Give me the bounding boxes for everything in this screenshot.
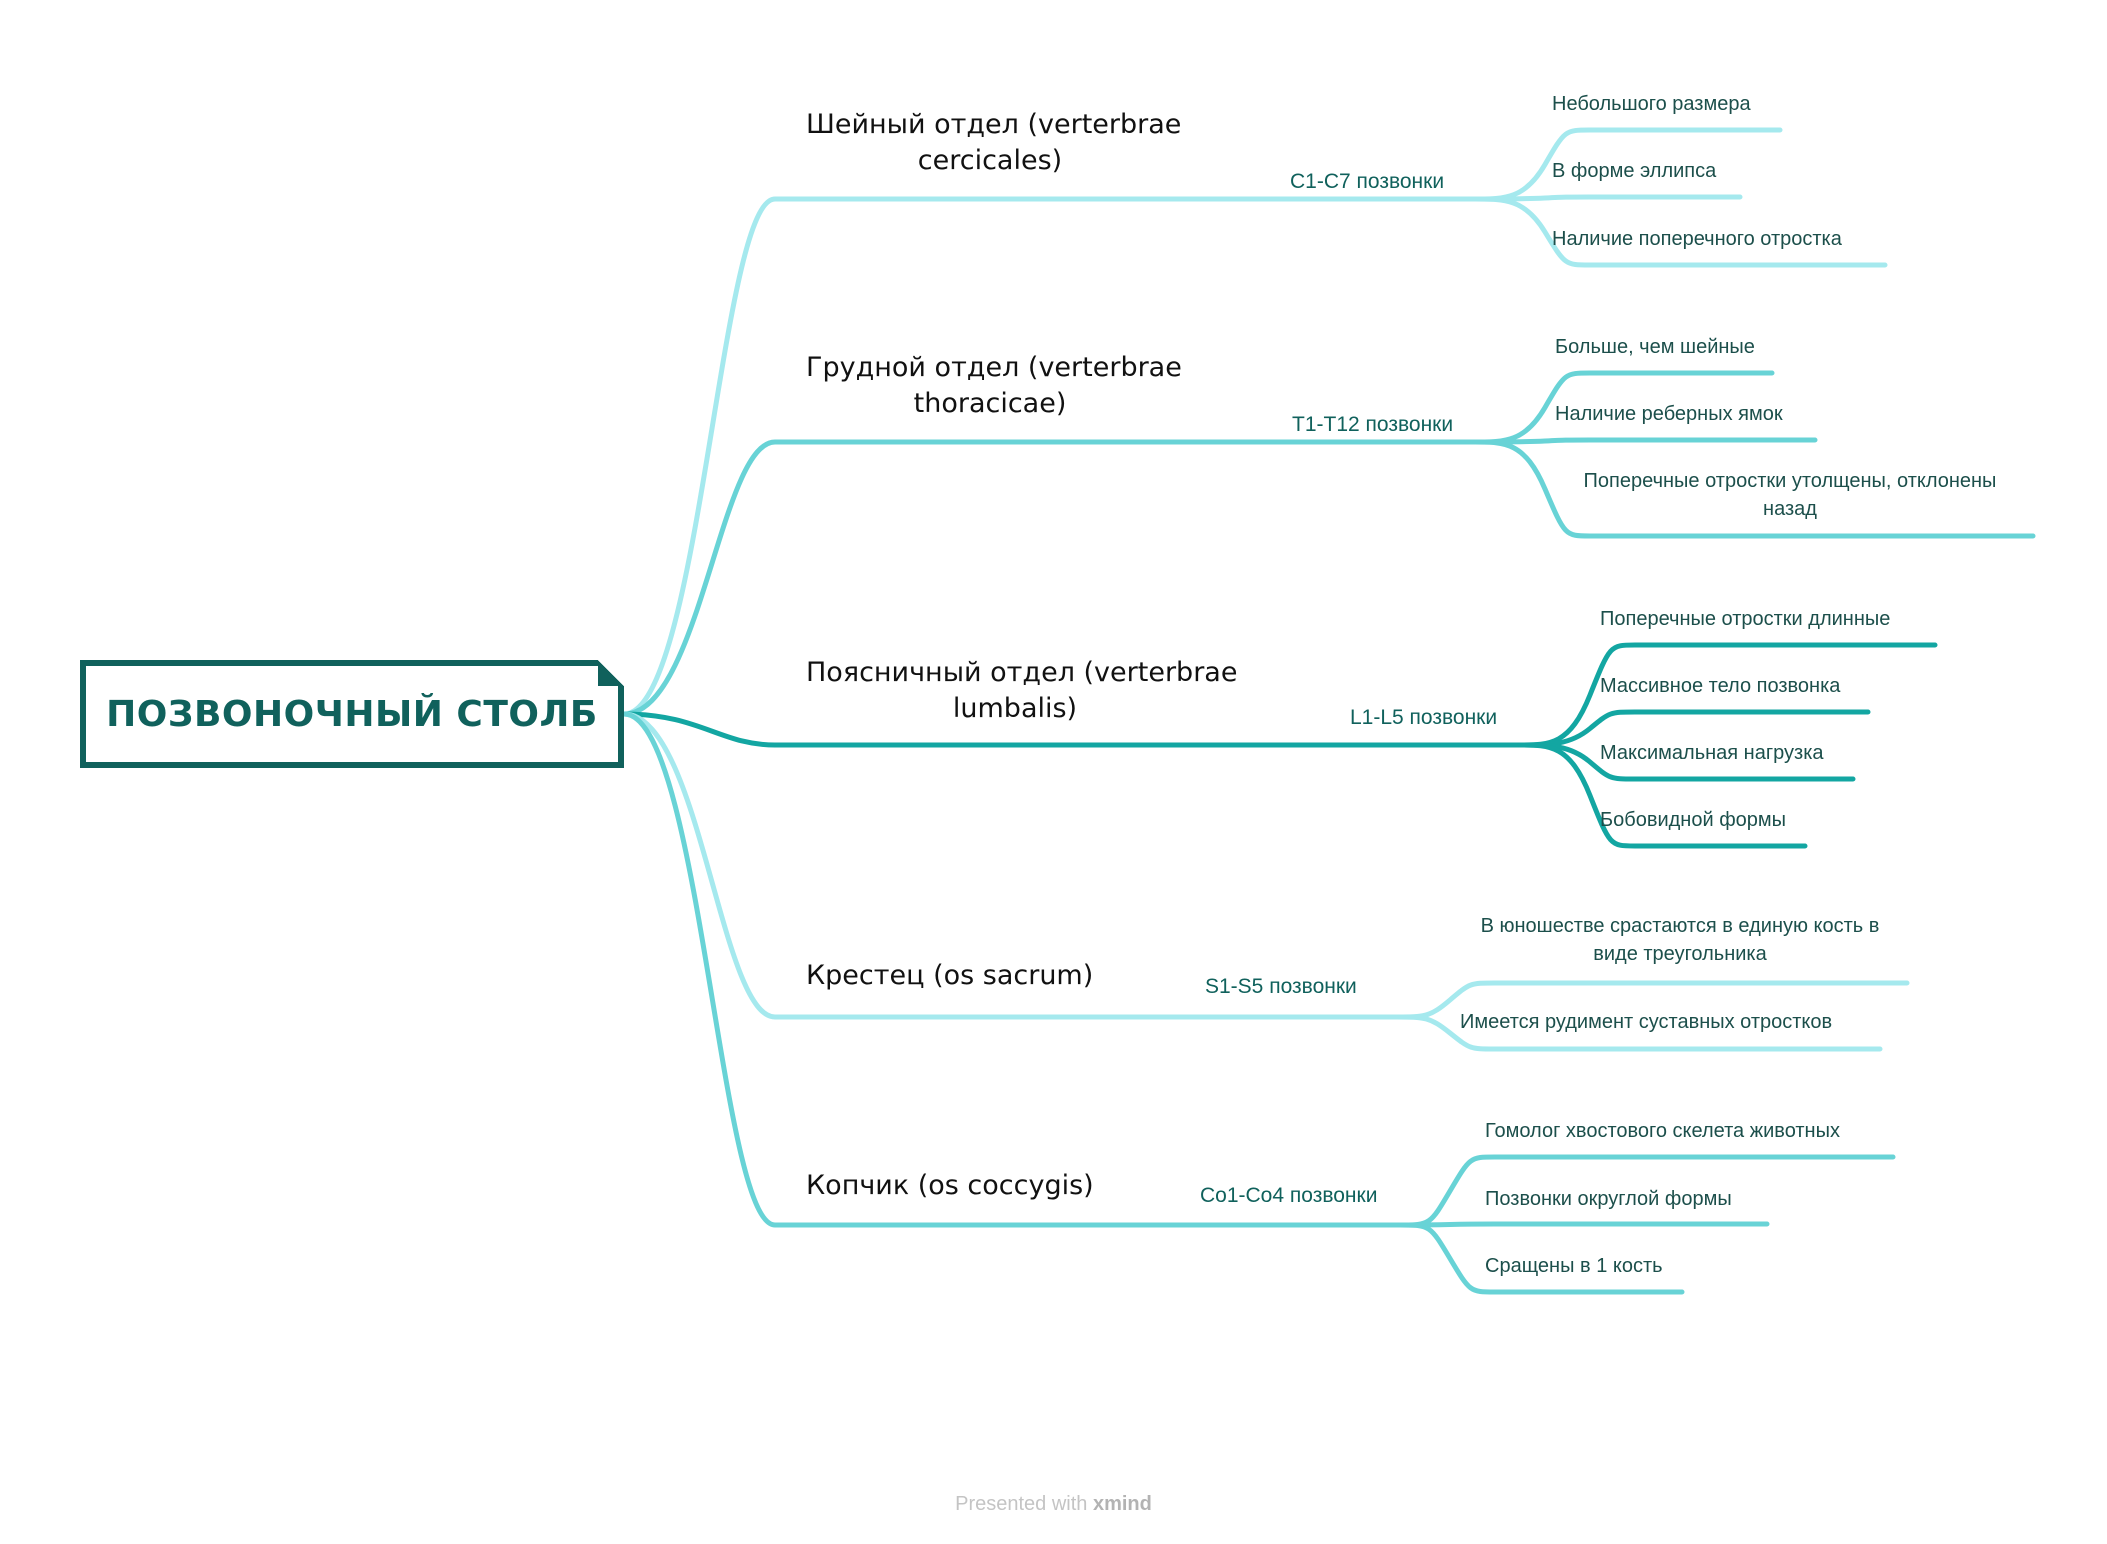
leaf-topic[interactable]: Максимальная нагрузка (1600, 742, 1824, 764)
footer-branding: Presented with xmind (0, 1493, 2107, 1516)
section-title[interactable]: Копчик (os coccygis) (806, 1168, 1094, 1204)
footer-prefix: Presented with (955, 1493, 1088, 1515)
section-range-label[interactable]: T1-T12 позвонки (1292, 413, 1454, 436)
section-title-line: lumbalis) (952, 693, 1078, 724)
leaf-branch-line (1517, 742, 1808, 849)
root-topic-label: ПОЗВОНОЧНЫЙ СТОЛБ (106, 693, 598, 735)
root-topic[interactable]: ПОЗВОНОЧНЫЙ СТОЛБ (80, 660, 624, 768)
section-title-line: Поясничный отдел (verterbrae (806, 657, 1238, 688)
leaf-topic[interactable]: Сращены в 1 кость (1485, 1255, 1663, 1277)
leaf-topic[interactable]: Бобовидной формы (1600, 809, 1787, 831)
leaf-branch-line (1397, 1222, 1685, 1295)
leaf-branch-line (1472, 196, 1888, 268)
leaf-topic[interactable]: Небольшого размера (1552, 93, 1751, 115)
leaf-topic[interactable]: Массивное тело позвонка (1600, 675, 1841, 697)
leaf-topic[interactable]: В юношестве срастаются в единую кость в … (1480, 915, 1880, 965)
section-branch-line (621, 439, 1478, 717)
section-range-label[interactable]: L1-L5 позвонки (1350, 706, 1498, 729)
section-title[interactable]: Крестец (os sacrum) (806, 958, 1093, 994)
leaf-topic[interactable]: Поперечные отростки длинные (1600, 608, 1891, 630)
section-branch-line (621, 196, 1478, 717)
leaf-branch-line (1392, 1014, 1883, 1052)
section-branch-line (621, 711, 1523, 748)
section-range-label[interactable]: S1-S5 позвонки (1205, 975, 1357, 998)
footer-brand: xmind (1092, 1493, 1152, 1515)
section-title-line: thoracicae) (913, 388, 1067, 419)
leaf-topic[interactable]: Больше, чем шейные (1555, 336, 1755, 358)
section-title-line: Крестец (os sacrum) (806, 960, 1094, 991)
leaf-topic[interactable]: Гомолог хвостового скелета животных (1485, 1120, 1840, 1142)
section-range-label[interactable]: C1-C7 позвонки (1290, 170, 1445, 193)
section-branch-line (621, 711, 1403, 1228)
section-range-label[interactable]: Co1-Co4 позвонки (1200, 1184, 1378, 1207)
leaf-topic[interactable]: Имеется рудимент суставных отростков (1460, 1011, 1833, 1033)
leaf-topic[interactable]: Наличие поперечного отростка (1552, 228, 1842, 250)
root-topic-corner-fold (598, 660, 624, 686)
leaf-topic[interactable]: В форме эллипса (1552, 160, 1717, 182)
section-title[interactable]: Грудной отдел (verterbrae thoracicae) (760, 350, 1220, 422)
leaf-topic[interactable]: Позвонки округлой формы (1485, 1188, 1732, 1210)
section-title-line: Грудной отдел (verterbrae (806, 352, 1182, 383)
section-title[interactable]: Шейный отдел (verterbrae cercicales) (760, 107, 1220, 179)
leaf-topic[interactable]: Наличие реберных ямок (1555, 403, 1783, 425)
section-title-line: Копчик (os coccygis) (806, 1170, 1094, 1201)
section-branch-line (621, 711, 1398, 1020)
section-title[interactable]: Поясничный отдел (verterbrae lumbalis) (785, 655, 1245, 727)
leaf-branch-line (1397, 1221, 1770, 1228)
leaf-topic[interactable]: Поперечные отростки утолщены, отклонены … (1583, 470, 1997, 520)
leaf-branch-line (1472, 437, 1818, 445)
section-title-line: Шейный отдел (verterbrae (806, 109, 1182, 140)
leaf-branch-line (1472, 194, 1743, 202)
section-title-line: cercicales) (917, 145, 1063, 176)
leaf-branch-line (1472, 439, 2036, 539)
